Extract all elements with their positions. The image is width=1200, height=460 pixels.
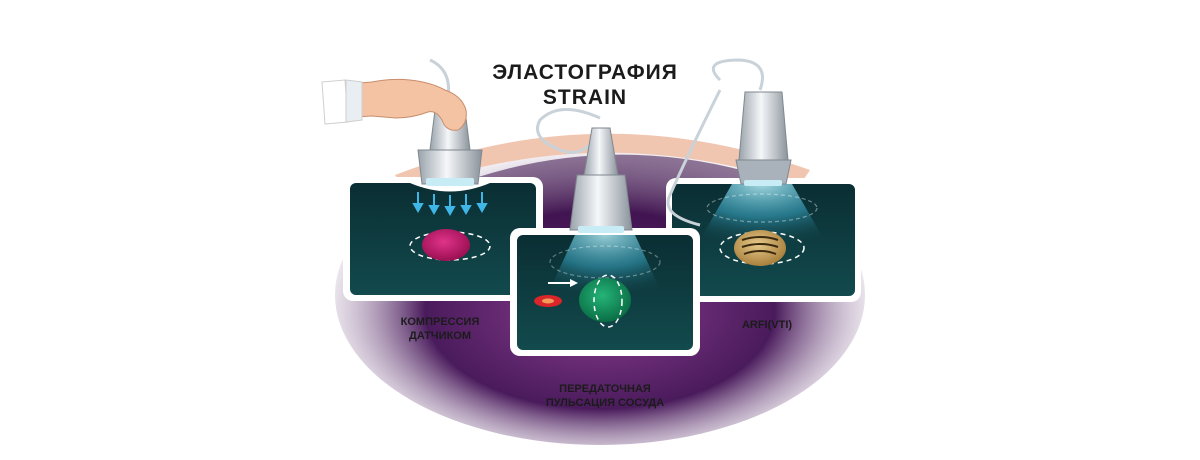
caption-compression-line-1: КОМПРЕССИЯ [400, 316, 480, 328]
caption-vessel-line-1: ПЕРЕДАТОЧНАЯ [559, 383, 651, 395]
compression-arrows [412, 192, 488, 217]
title-line-1: ЭЛАСТОГРАФИЯ [492, 61, 678, 84]
panel-compression [343, 177, 543, 301]
lesion-green [579, 278, 631, 322]
probe-cable [536, 108, 602, 154]
panel-vessel [510, 228, 700, 356]
skin-layer [395, 133, 810, 190]
probe-2 [569, 127, 633, 233]
lesion-magenta [422, 229, 470, 261]
panel-arfi [666, 178, 861, 302]
lesion-gold [734, 230, 786, 266]
caption-compression: КОМПРЕССИЯ ДАТЧИКОМ [385, 315, 495, 343]
hand-icon [321, 78, 467, 131]
caption-compression-line-2: ДАТЧИКОМ [408, 330, 472, 342]
probe-3 [711, 58, 792, 186]
caption-vessel-line-2: ПУЛЬСАЦИЯ СОСУДА [545, 397, 665, 409]
diagram-title: ЭЛАСТОГРАФИЯ STRAIN [470, 60, 700, 110]
caption-arfi-line-1: ARFI(VTI) [741, 319, 793, 331]
caption-vessel: ПЕРЕДАТОЧНАЯ ПУЛЬСАЦИЯ СОСУДА [520, 382, 690, 410]
title-line-2: STRAIN [542, 86, 628, 109]
caption-arfi: ARFI(VTI) [732, 318, 802, 332]
